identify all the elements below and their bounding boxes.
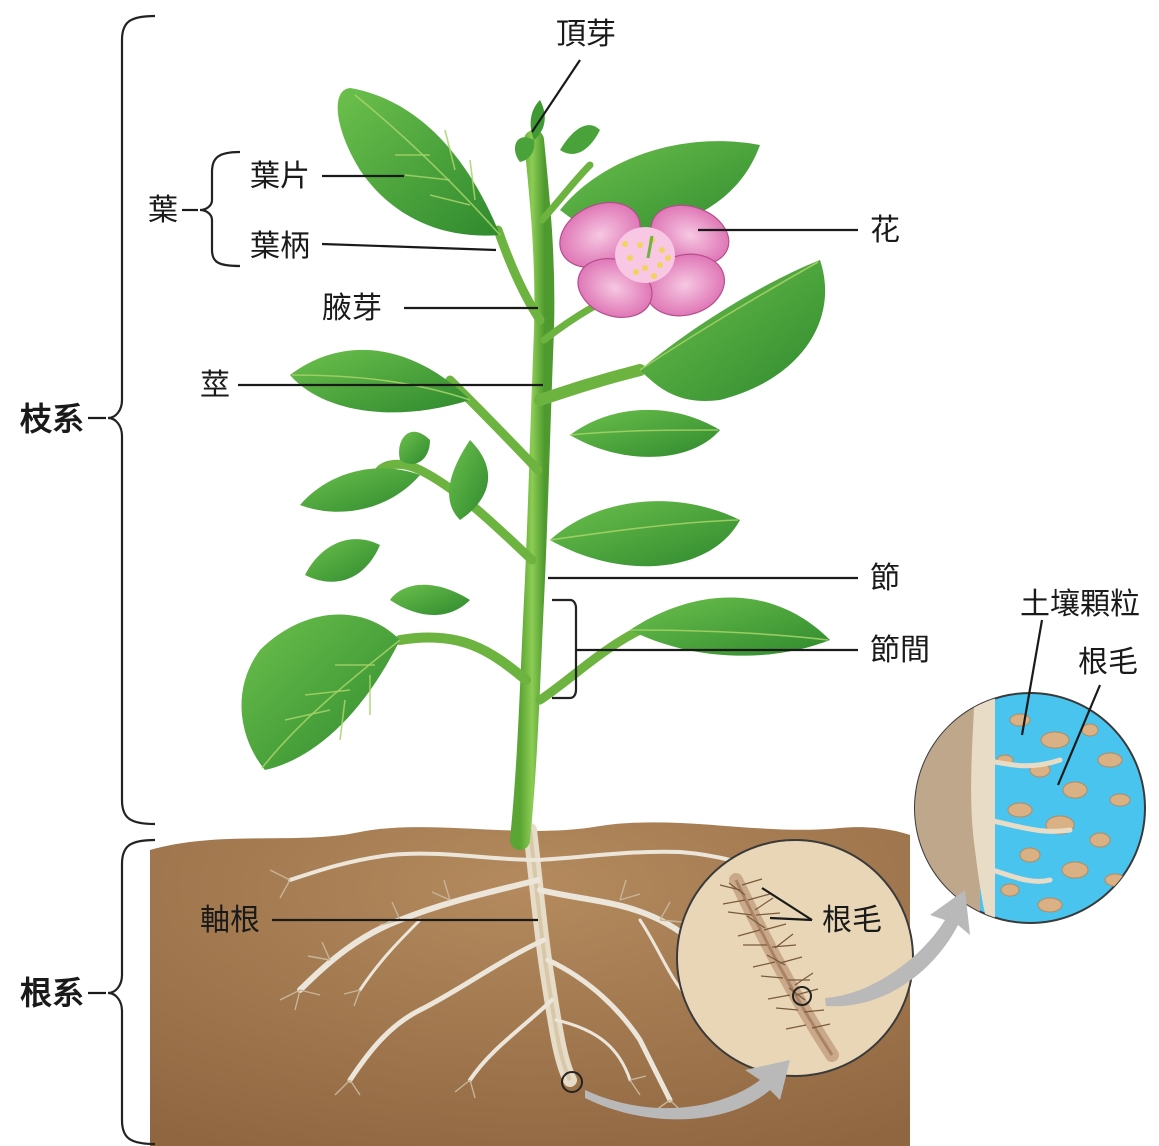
label-petiole: 葉柄 — [250, 229, 310, 264]
label-terminal-bud: 頂芽 — [556, 17, 616, 52]
soil-particle-magnified — [910, 690, 1145, 930]
label-flower: 花 — [870, 213, 900, 248]
label-shoot-system: 枝系 — [20, 400, 84, 438]
leaf-blade — [338, 88, 500, 236]
label-node: 節 — [870, 561, 900, 596]
label-stem: 莖 — [200, 368, 230, 403]
label-root-system: 根系 — [20, 974, 84, 1012]
label-root-hair-magnified: 根毛 — [1078, 645, 1138, 680]
label-soil-particle: 土壤顆粒 — [1020, 587, 1140, 622]
root-hair-magnified — [677, 840, 913, 1076]
label-internode: 節間 — [870, 633, 930, 668]
label-root-hair: 根毛 — [822, 903, 882, 938]
label-axillary-bud: 腋芽 — [322, 291, 382, 326]
label-blade: 葉片 — [250, 159, 310, 194]
label-taproot: 軸根 — [200, 903, 260, 938]
label-leaf: 葉 — [148, 193, 178, 228]
terminal-bud — [531, 100, 545, 140]
